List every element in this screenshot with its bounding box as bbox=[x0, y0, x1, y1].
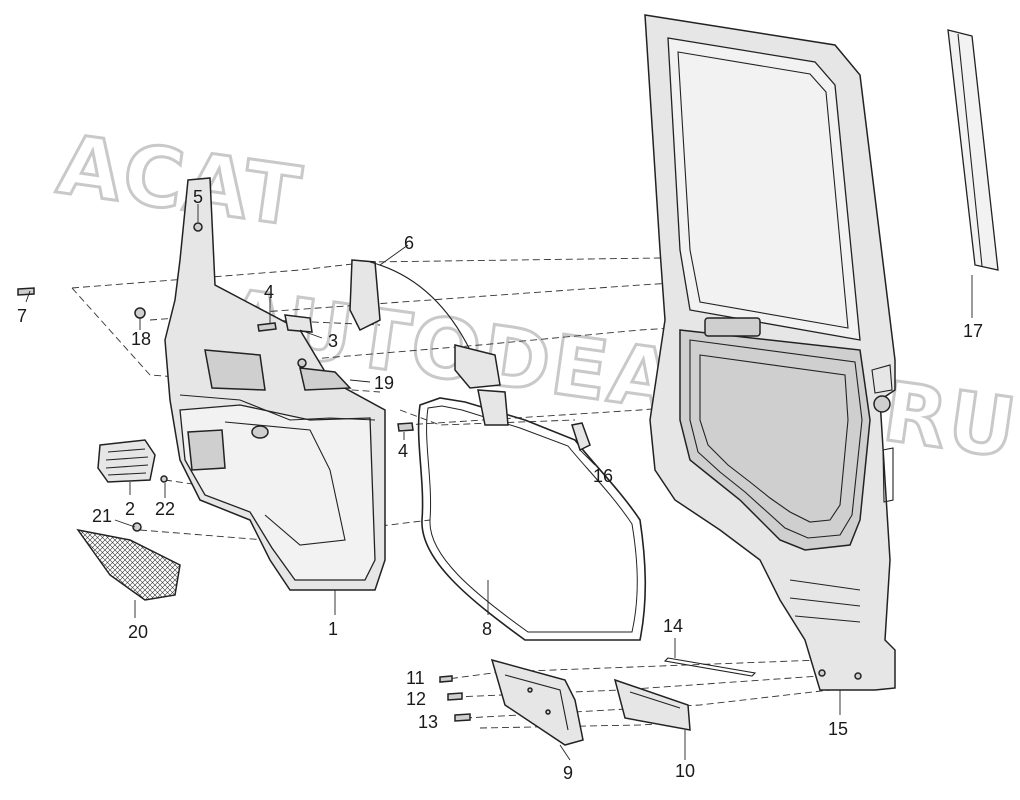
part-door-seal bbox=[417, 397, 647, 641]
part-small-latch bbox=[571, 422, 591, 452]
part-step-plate bbox=[613, 678, 691, 731]
callouts: 5 4 7 18 3 6 19 4 16 17 2 22 21 20 1 8 1… bbox=[17, 187, 983, 783]
callout-5: 5 bbox=[193, 187, 203, 207]
callout-8: 8 bbox=[482, 619, 492, 639]
callout-9: 9 bbox=[563, 763, 573, 783]
part-screws bbox=[17, 222, 471, 722]
callout-17: 17 bbox=[963, 321, 983, 341]
part-window-strip bbox=[947, 29, 999, 271]
part-speaker-grille bbox=[97, 439, 156, 483]
callout-11: 11 bbox=[406, 668, 425, 688]
part-bracket bbox=[284, 314, 313, 333]
part-step-bracket bbox=[490, 658, 584, 746]
callout-2: 2 bbox=[125, 499, 135, 519]
callout-21: 21 bbox=[92, 506, 112, 526]
callout-4a: 4 bbox=[264, 282, 274, 302]
callout-10: 10 bbox=[675, 761, 695, 781]
callout-19: 19 bbox=[374, 373, 394, 393]
callout-13: 13 bbox=[418, 712, 438, 732]
part-door-frame bbox=[644, 14, 896, 691]
callout-16: 16 bbox=[593, 466, 613, 486]
part-inner-trim-panel bbox=[164, 177, 386, 591]
callout-7: 7 bbox=[17, 306, 27, 326]
part-handle-cable bbox=[349, 259, 509, 426]
callout-4b: 4 bbox=[398, 441, 408, 461]
callout-3: 3 bbox=[328, 331, 338, 351]
part-mesh-panel bbox=[76, 528, 181, 601]
callout-1: 1 bbox=[328, 619, 338, 639]
watermark-line1: ACAT bbox=[52, 117, 308, 245]
callout-12: 12 bbox=[406, 689, 426, 709]
callout-20: 20 bbox=[128, 622, 148, 642]
callout-18: 18 bbox=[131, 329, 151, 349]
callout-15: 15 bbox=[828, 719, 848, 739]
part-pull-cup bbox=[297, 358, 307, 368]
part-thin-strip bbox=[663, 657, 757, 677]
callout-22: 22 bbox=[155, 499, 175, 519]
leader-lines bbox=[25, 204, 973, 761]
callout-14: 14 bbox=[663, 616, 683, 636]
callout-6: 6 bbox=[404, 233, 414, 253]
